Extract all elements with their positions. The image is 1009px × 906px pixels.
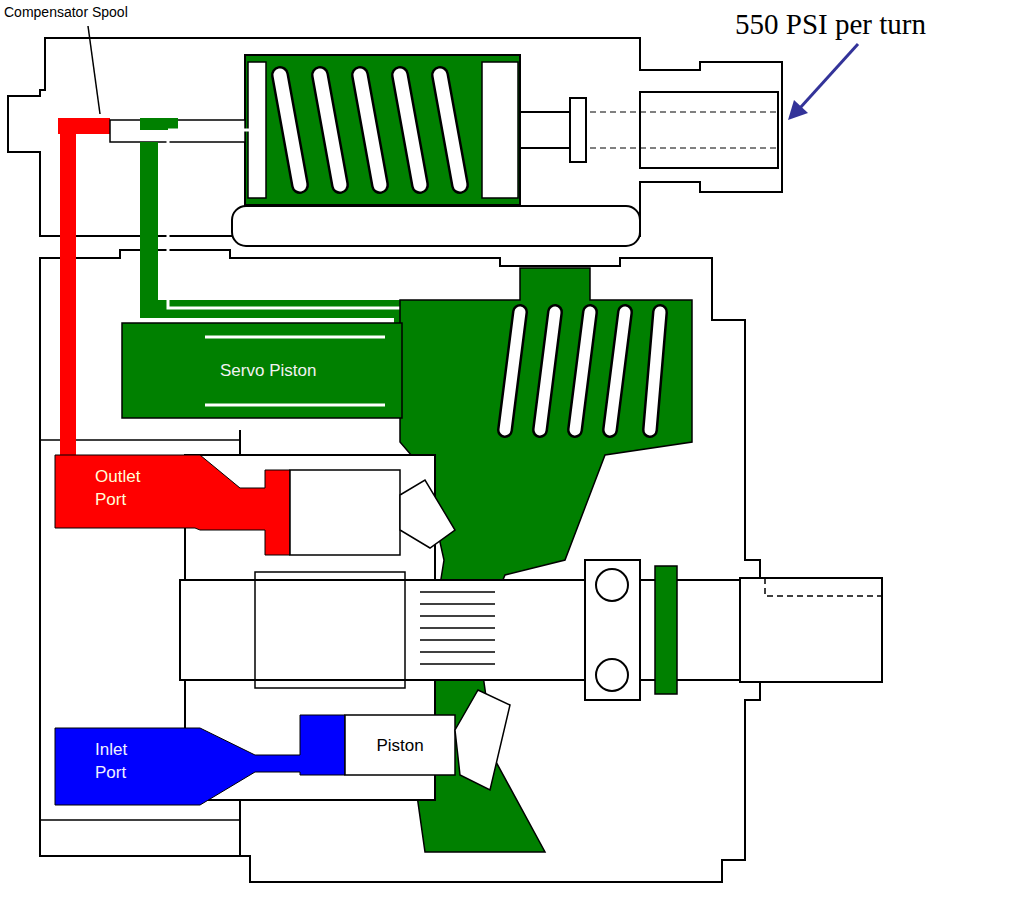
piston-lower-body <box>345 715 455 775</box>
servo-piston: Servo Piston <box>122 323 410 418</box>
spring-coil <box>360 75 380 185</box>
spool-land <box>140 118 178 130</box>
node-label: Piston <box>376 734 423 757</box>
spring-coil <box>440 75 460 185</box>
spring-coil <box>505 312 520 430</box>
pump-housing <box>40 250 760 882</box>
adjust-thread <box>590 112 780 113</box>
bias-spring <box>505 312 660 430</box>
spline <box>420 639 495 641</box>
spline <box>420 627 495 629</box>
node-label: Servo Piston <box>220 359 410 382</box>
part-label: Compensator Spool <box>4 4 128 20</box>
spring-coil <box>575 312 590 430</box>
shaft-splines <box>420 592 495 664</box>
inlet-port <box>55 715 345 805</box>
compensator-spring <box>280 75 460 185</box>
bearing-ball <box>596 659 628 691</box>
spring-seat <box>482 62 518 198</box>
spline <box>420 651 495 653</box>
adjust-rod <box>520 112 570 148</box>
node-label: Outlet Port <box>95 465 157 511</box>
bearing <box>585 560 640 700</box>
shaft-end <box>740 578 882 682</box>
spring-coil <box>280 75 300 185</box>
spring-coil <box>400 75 420 185</box>
spring-coil <box>440 75 460 185</box>
leader-line <box>88 26 100 114</box>
outlet-port <box>55 455 290 555</box>
adjust-thread <box>590 148 780 149</box>
spring-coil <box>505 312 520 430</box>
spring-chamber <box>245 55 520 205</box>
spring-coil <box>320 75 340 185</box>
adjust-screw <box>640 92 778 168</box>
servo-seal <box>205 404 385 407</box>
callout-arrow <box>800 44 858 108</box>
spring-coil <box>540 312 555 430</box>
spline <box>420 663 495 665</box>
spline <box>420 615 495 617</box>
inlet-port: Inlet Port <box>55 728 200 805</box>
bearing-ball <box>596 569 628 601</box>
spring-coil <box>360 75 380 185</box>
outlet-port: Outlet Port <box>55 455 200 528</box>
spring-coil <box>610 312 625 430</box>
piston-shoe <box>455 690 510 790</box>
spring-coil <box>575 312 590 430</box>
setting-note: 550 PSI per turn <box>735 8 926 41</box>
spring-coil <box>650 312 660 430</box>
spline <box>420 591 495 593</box>
spline <box>420 603 495 605</box>
outlet-passage <box>60 118 76 458</box>
servo-seal <box>205 336 385 339</box>
node-label: Inlet Port <box>95 738 157 784</box>
spring-coil <box>650 312 660 430</box>
piston-shoe <box>400 480 455 548</box>
block-spring <box>255 572 405 688</box>
arrow-head <box>788 100 808 120</box>
adjust-nut <box>570 98 586 162</box>
spring-coil <box>280 75 300 185</box>
spring-coil <box>540 312 555 430</box>
spring-coil <box>400 75 420 185</box>
piston-upper <box>290 470 400 555</box>
shaft-key <box>765 578 882 596</box>
shaft-seal <box>655 566 677 694</box>
housing-slot <box>232 206 640 246</box>
piston: Piston <box>345 715 455 775</box>
spring-coil <box>320 75 340 185</box>
port-plate-edge <box>40 819 240 821</box>
spring-coil <box>610 312 625 430</box>
